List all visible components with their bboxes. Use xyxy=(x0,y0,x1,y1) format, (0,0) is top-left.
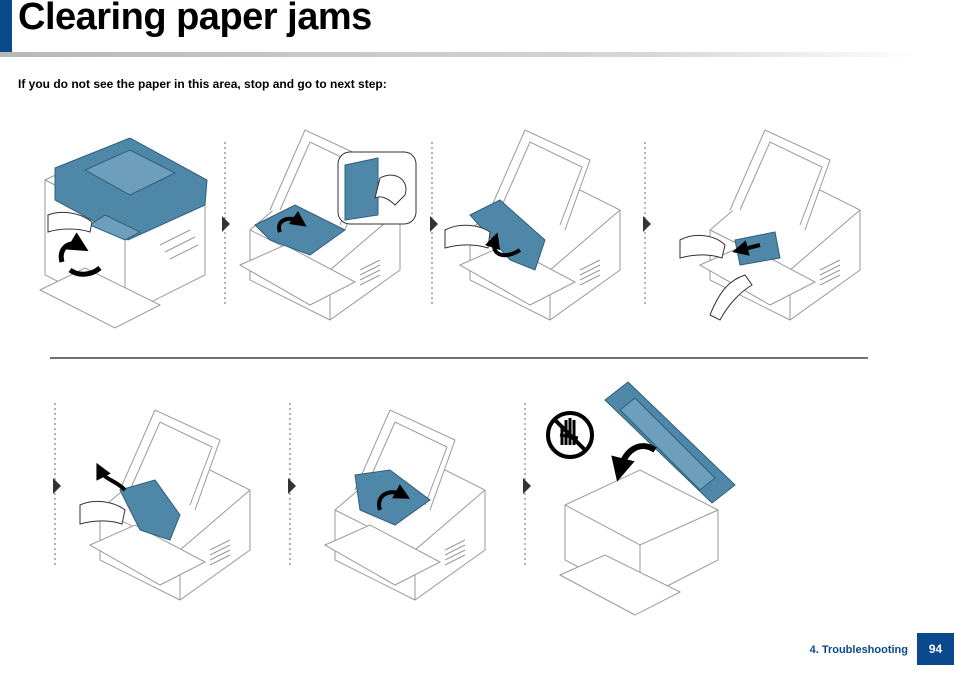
step-6-illustration xyxy=(324,409,486,601)
step-7-illustration xyxy=(558,381,736,616)
title-accent-bar xyxy=(0,0,12,52)
step-2-illustration xyxy=(239,129,401,321)
instruction-text: If you do not see the paper in this area… xyxy=(18,77,387,91)
page-number: 94 xyxy=(917,633,954,665)
no-hand-icon xyxy=(546,411,594,459)
title-divider xyxy=(0,52,920,57)
step-1-illustration xyxy=(38,137,208,329)
step-5-illustration xyxy=(79,409,251,601)
footer-section-label: 4. Troubleshooting xyxy=(809,644,908,656)
page-title: Clearing paper jams xyxy=(18,0,372,38)
step-3-illustration xyxy=(444,129,621,321)
step-2-inset xyxy=(337,151,417,225)
step-4-illustration xyxy=(679,129,861,321)
